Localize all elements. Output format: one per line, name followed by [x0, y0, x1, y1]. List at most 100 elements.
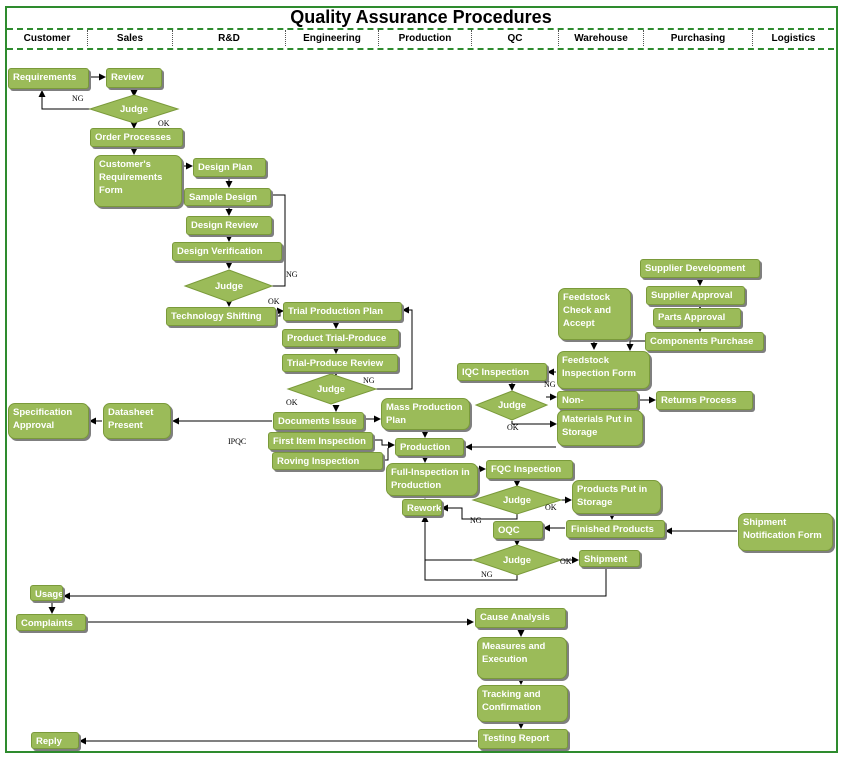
judge-diamond-3: Judge [286, 373, 378, 405]
node-parts-approval: Parts Approval [653, 308, 741, 327]
header-divider-top [7, 28, 834, 30]
node-trial-produce-review: Trial-Produce Review [282, 354, 398, 372]
judge-label: Judge [120, 104, 148, 115]
node-iqc-inspection: IQC Inspection [457, 363, 547, 381]
edge-label-ng: NG [481, 570, 493, 579]
edge-label-ok: OK [560, 557, 572, 566]
node-documents-issue: Documents Issue [273, 412, 364, 430]
edge-judge5-ng-rework [424, 559, 518, 581]
judge-diamond-6: Judge [474, 390, 549, 421]
node-requirements: Requirements [8, 68, 89, 89]
node-trial-production-plan: Trial Production Plan [283, 302, 402, 321]
judge-label: Judge [215, 281, 243, 292]
lane-separator [172, 30, 173, 46]
lane-separator [558, 30, 559, 46]
edge-label-ok: OK [268, 297, 280, 306]
judge-label: Judge [498, 400, 526, 411]
judge-label: Judge [503, 555, 531, 566]
node-supplier-approval: Supplier Approval [646, 286, 745, 305]
edge-label-ng: NG [544, 380, 556, 389]
node-fqc-inspection: FQC Inspection [486, 460, 573, 479]
node-datasheet-present: Datasheet Present [103, 403, 171, 439]
node-materials-put-in-storage: Materials Put in Storage [557, 410, 643, 446]
node-non-conforming: Non-Conforming [557, 391, 638, 409]
node-returns-process: Returns Process [656, 391, 753, 410]
lane-separator [471, 30, 472, 46]
edge-label-ok: OK [158, 119, 170, 128]
edge-label-ng: NG [286, 270, 298, 279]
judge-diamond-1: Judge [88, 94, 180, 124]
edge-label-ok: OK [545, 503, 557, 512]
lane-warehouse: Warehouse [574, 33, 628, 44]
lane-engineering: Engineering [303, 33, 361, 44]
node-supplier-development: Supplier Development [640, 259, 760, 278]
node-feedstock-inspection-form: Feedstock Inspection Form [557, 351, 650, 389]
edge-label-ng: NG [363, 376, 375, 385]
edge-label-ng: NG [470, 516, 482, 525]
node-feedstock-check: Feedstock Check and Accept [558, 288, 631, 340]
judge-diamond-5: Judge [471, 544, 563, 576]
node-order-processes: Order Processes [90, 128, 183, 147]
node-tracking-confirmation: Tracking and Confirmation [477, 685, 568, 722]
node-components-purchase: Components Purchase [645, 332, 764, 351]
node-technology-shifting: Technology Shifting [166, 307, 276, 326]
node-sample-design: Sample Design [184, 188, 271, 206]
node-testing-report: Testing Report [478, 729, 568, 749]
judge-label: Judge [503, 495, 531, 506]
node-rework: Rework [402, 499, 442, 516]
judge-diamond-4: Judge [471, 485, 563, 515]
node-finished-products: Finished Products [566, 520, 665, 538]
node-specification-approval: Specification Approval [8, 403, 89, 439]
edge-judge-ng-requirements [38, 90, 92, 110]
node-mass-production-plan: Mass Production Plan [381, 398, 470, 430]
judge-label: Judge [317, 384, 345, 395]
edge-shipment-usage [63, 567, 607, 600]
node-customer-requirements-form: Customer's Requirements Form [94, 155, 182, 207]
lane-sales: Sales [116, 33, 144, 44]
edge-label-ng: NG [72, 94, 84, 103]
lane-separator [752, 30, 753, 46]
edge-tech-trialplan [276, 307, 284, 317]
node-design-review: Design Review [186, 216, 272, 235]
node-first-item-inspection: First Item Inspection [268, 432, 373, 450]
lane-separator [643, 30, 644, 46]
lane-customer: Customer [23, 33, 71, 44]
edge-label-ok: OK [507, 423, 519, 432]
lane-production: Production [398, 33, 452, 44]
node-roving-inspection: Roving Inspection [272, 452, 383, 470]
node-shipment-notification-form: Shipment Notification Form [738, 513, 833, 551]
lane-separator [87, 30, 88, 46]
edge-judge6-materials [511, 420, 557, 428]
diagram-frame [5, 6, 838, 753]
node-production: Production [395, 438, 464, 456]
edge-roving-production [383, 448, 389, 461]
lane-separator [378, 30, 379, 46]
edge-ipqc-production [373, 439, 395, 449]
node-design-plan: Design Plan [193, 158, 266, 177]
node-cause-analysis: Cause Analysis [475, 608, 566, 628]
diagram-title: Quality Assurance Procedures [290, 7, 552, 27]
node-shipment: Shipment [579, 550, 640, 567]
lane-logistics: Logistics [771, 33, 816, 44]
node-complaints: Complaints [16, 614, 86, 631]
edge-judge3-ng-trialplan [376, 306, 413, 390]
edge-judge-ng-sample [271, 194, 286, 287]
lane-purchasing: Purchasing [670, 33, 726, 44]
edge-components-feedform [626, 340, 645, 351]
node-review: Review [106, 68, 162, 88]
header-divider-bottom [7, 48, 834, 50]
lane-qc: QC [507, 33, 523, 44]
node-usage: Usage [30, 585, 63, 601]
lane-separator [285, 30, 286, 46]
node-measures-execution: Measures and Execution [477, 637, 567, 679]
node-design-verification: Design Verification [172, 242, 282, 261]
node-products-put-in-storage: Products Put in Storage [572, 480, 661, 514]
edge-label-ipqc: IPQC [228, 437, 247, 446]
lane-rd: R&D [218, 33, 240, 44]
node-oqc: OQC [493, 521, 543, 539]
edge-judge4-ng-rework [441, 504, 518, 520]
edge-label-ok: OK [286, 398, 298, 407]
node-reply: Reply [31, 732, 79, 749]
